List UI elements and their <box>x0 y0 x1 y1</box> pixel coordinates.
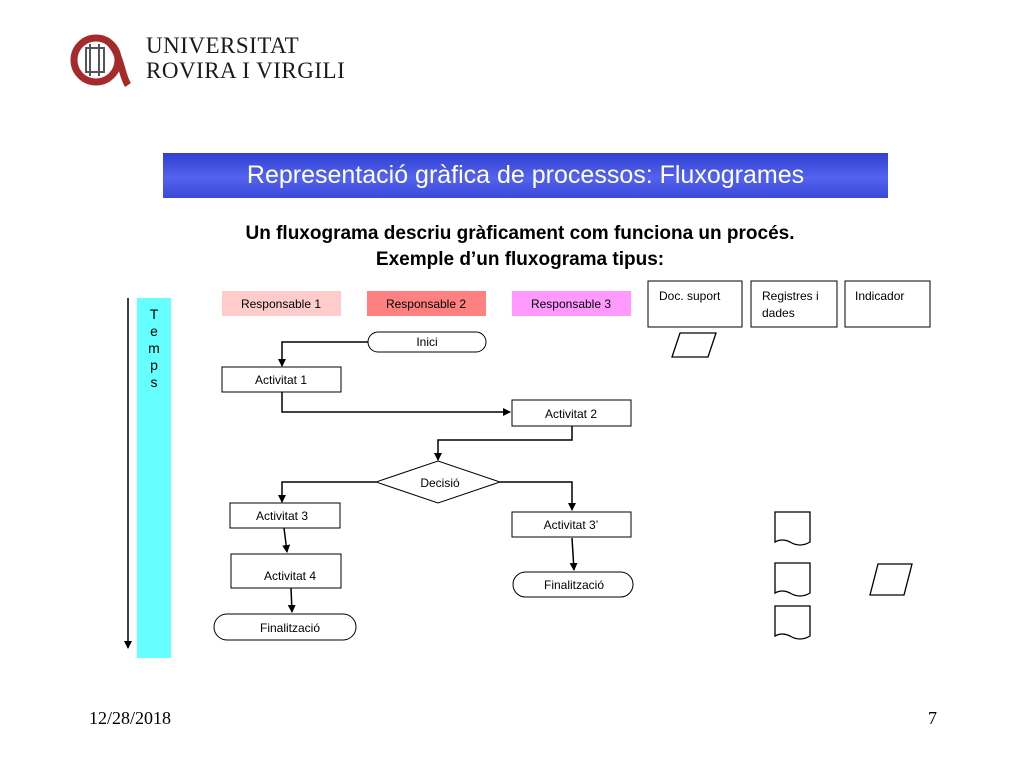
node-activitat-3-label: Activitat 3 <box>256 509 308 523</box>
node-finalitzacio-right-label: Finalització <box>544 578 604 592</box>
node-activitat-3b <box>511 511 632 538</box>
column-doc-suport <box>647 280 743 328</box>
footer-date: 12/28/2018 <box>89 708 172 728</box>
subtitle-line-1: Un fluxograma descriu gràficament com fu… <box>245 223 795 244</box>
node-finalitzacio-left-label: Finalització <box>260 621 320 635</box>
connector-activitat2-decisio <box>434 426 573 461</box>
document-icon <box>774 605 811 640</box>
node-activitat-1-label: Activitat 1 <box>255 373 307 387</box>
column-indicador-label: Indicador <box>855 289 904 303</box>
page-title-text: Representació gràfica de processos: Flux… <box>246 161 805 189</box>
document-icon <box>774 511 811 546</box>
connector-activitat4-finalitzacio <box>287 587 296 613</box>
node-activitat-2-label: Activitat 2 <box>545 407 597 421</box>
lane-responsable-2-label: Responsable 2 <box>386 297 466 311</box>
column-registres-label-1: Registres i <box>762 289 819 303</box>
node-activitat-4-label: Activitat 4 <box>264 569 316 583</box>
node-decisio-label: Decisió <box>420 476 460 490</box>
university-logo <box>66 30 306 90</box>
temps-letter: m <box>148 340 160 356</box>
connector-activitat3-activitat4 <box>282 527 291 553</box>
column-registres-label-2: dades <box>762 306 795 320</box>
node-activitat-4 <box>230 553 342 589</box>
urv-seal-icon <box>70 34 132 88</box>
connector-activitat3b-finalitzacio <box>569 537 578 571</box>
node-finalitzacio-right <box>512 571 634 598</box>
page-title: Representació gràfica de processos: Flux… <box>163 153 888 198</box>
node-activitat-3b-label: Activitat 3’ <box>544 518 599 532</box>
column-indicador <box>844 280 931 328</box>
lane-responsable-3 <box>512 291 631 316</box>
logo-line-1: UNIVERSITAT <box>146 33 300 58</box>
lane-responsable-2 <box>367 291 486 316</box>
node-activitat-3 <box>229 502 341 529</box>
data-parallelogram-icon <box>671 332 717 358</box>
subtitle-line-2: Exemple d’un fluxograma tipus: <box>375 249 665 270</box>
connector-decisio-activitat3 <box>278 481 376 503</box>
logo-line-2: ROVIRA I VIRGILI <box>146 58 346 83</box>
node-finalitzacio-left <box>213 613 357 641</box>
temps-letter: e <box>150 323 158 339</box>
connector-decisio-activitat3b <box>500 481 576 511</box>
node-inici <box>367 331 487 353</box>
node-activitat-1 <box>221 366 342 393</box>
temps-letter: s <box>150 374 158 390</box>
lane-responsable-1-label: Responsable 1 <box>241 297 321 311</box>
column-registres <box>750 280 838 328</box>
document-icon <box>774 562 811 597</box>
connector-inici-activitat1 <box>278 341 368 367</box>
temps-letter: T <box>149 306 159 322</box>
node-inici-label: Inici <box>416 335 437 349</box>
page-number: 7 <box>928 708 937 728</box>
column-doc-suport-label: Doc. suport <box>659 289 721 303</box>
lane-responsable-1 <box>222 291 341 316</box>
temps-bar <box>137 298 171 658</box>
connector-activitat1-activitat2 <box>281 392 511 416</box>
lane-responsable-3-label: Responsable 3 <box>531 297 611 311</box>
temps-letter: p <box>150 357 158 373</box>
data-parallelogram-icon <box>869 563 913 596</box>
node-decisio <box>374 460 502 504</box>
node-activitat-2 <box>511 399 632 427</box>
